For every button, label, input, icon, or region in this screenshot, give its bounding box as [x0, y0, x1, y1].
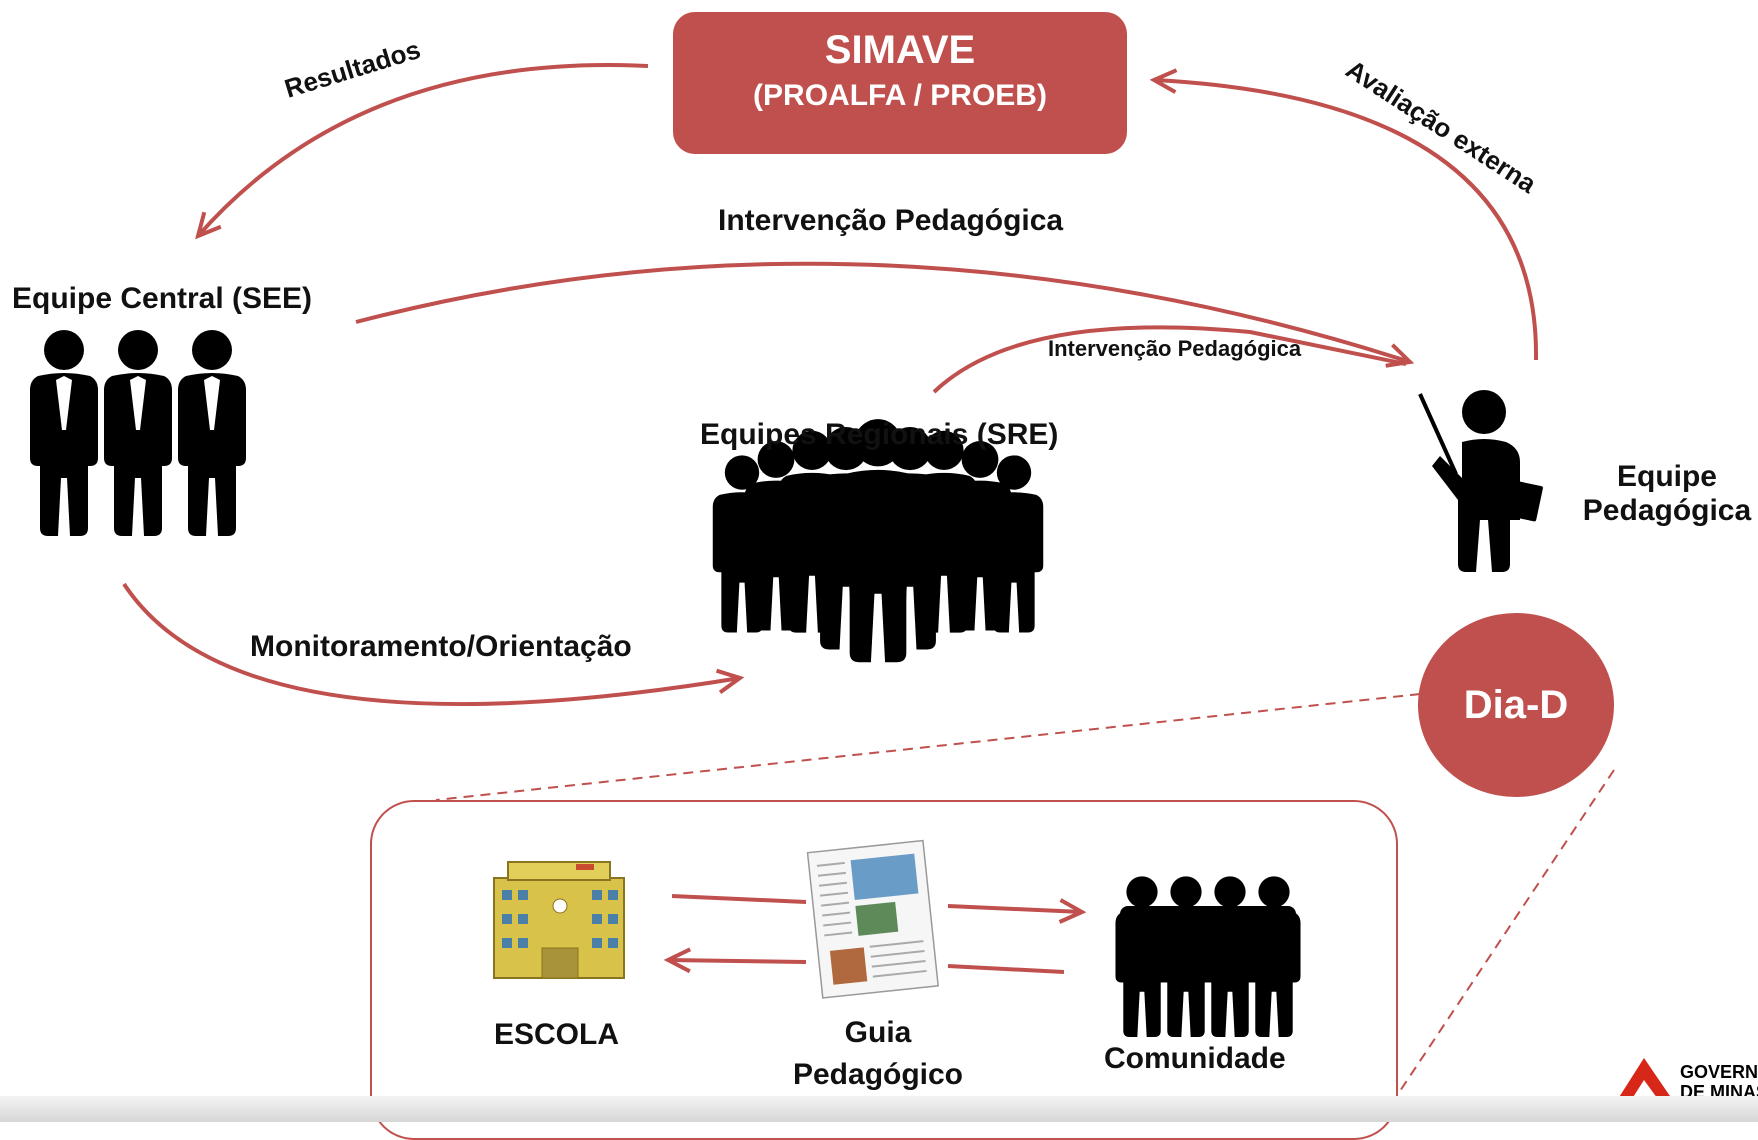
- logo-text-line1: GOVERNO: [1680, 1062, 1758, 1082]
- footer-bar: [0, 1096, 1758, 1122]
- simave-box: SIMAVE (PROALFA / PROEB): [673, 12, 1127, 154]
- dashed-connector-right: [1397, 769, 1615, 1095]
- equipe-central-figures-icon: [30, 330, 246, 536]
- label-comunidade: Comunidade: [1104, 1042, 1286, 1075]
- label-resultados: Resultados: [281, 34, 424, 104]
- simave-title: SIMAVE: [824, 28, 976, 72]
- simave-subtitle: (PROALFA / PROEB): [753, 79, 1047, 112]
- equipes-regionais-crowd-icon: [712, 419, 1044, 663]
- arrow-monitoramento: [122, 582, 740, 706]
- arrow-guia-comunidade: [947, 906, 1082, 912]
- dashed-connector-left: [435, 693, 1421, 801]
- arrow-intervencao-central: [355, 261, 1410, 362]
- label-equipe-central: Equipe Central (SEE): [12, 282, 313, 315]
- label-intervencao-pedagogica: Intervenção Pedagógica: [718, 204, 1064, 237]
- dia-d-circle: Dia-D: [1418, 613, 1614, 797]
- label-equipe-pedagogica-line2: Pedagógica: [1582, 494, 1752, 527]
- dia-d-label: Dia-D: [1463, 682, 1569, 727]
- label-guia-pedagogico: Guia Pedagógico: [786, 1016, 970, 1092]
- arrow-comunidade-guia: [947, 964, 1065, 974]
- comunidade-group-icon: [1115, 876, 1301, 1038]
- label-avaliacao-externa: Avaliação externa: [1341, 54, 1542, 199]
- label-intervencao-pedagogica-small: Intervenção Pedagógica: [1048, 336, 1302, 361]
- label-equipes-regionais: Equipes Regionais (SRE): [700, 418, 1059, 451]
- label-escola: ESCOLA: [494, 1018, 620, 1051]
- arrow-guia-escola: [668, 960, 807, 962]
- label-guia-line1: Guia: [844, 1016, 912, 1049]
- arrow-avaliacao-externa: [1154, 80, 1539, 361]
- label-guia-line2: Pedagógico: [792, 1058, 964, 1091]
- label-monitoramento: Monitoramento/Orientação: [250, 630, 632, 663]
- arrow-escola-guia: [671, 894, 807, 904]
- label-equipe-pedagogica-line1: Equipe: [1616, 460, 1717, 493]
- arrow-intervencao-regional: [932, 325, 1407, 394]
- escola-building-icon: [493, 861, 625, 979]
- arrow-resultados: [198, 63, 649, 236]
- equipe-pedagogica-teacher-icon: [1418, 390, 1543, 572]
- label-equipe-pedagogica: Equipe Pedagógica: [1582, 460, 1752, 528]
- guia-pedagogico-newspaper-icon: [806, 839, 939, 999]
